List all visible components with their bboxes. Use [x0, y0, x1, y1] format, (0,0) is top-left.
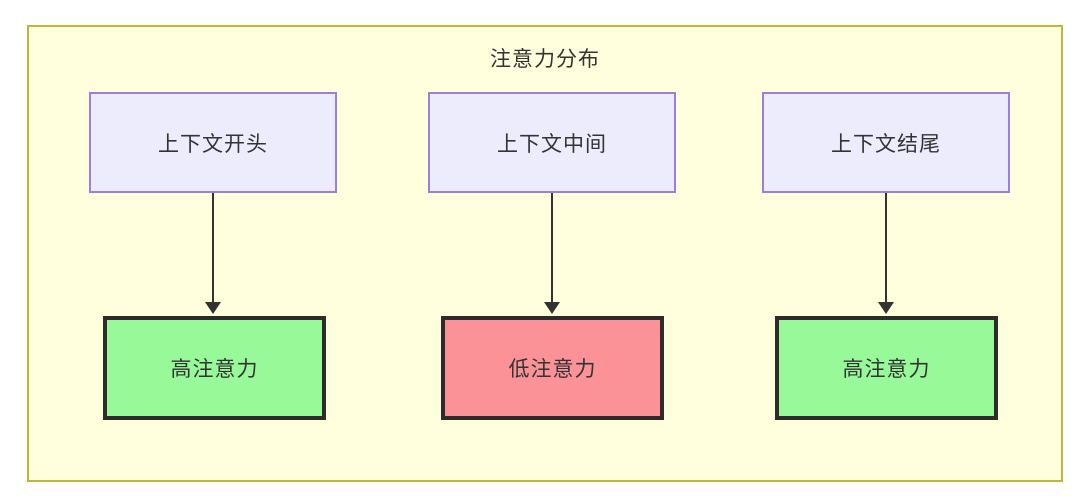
- edge-line-start-to-high: [212, 193, 214, 302]
- node-context-end-label: 上下文结尾: [831, 132, 941, 156]
- node-attention-low-middle[interactable]: 低注意力: [441, 316, 664, 420]
- arrow-head-icon: [544, 302, 560, 314]
- node-context-end[interactable]: 上下文结尾: [762, 92, 1010, 193]
- edge-line-end-to-high: [885, 193, 887, 302]
- edge-line-middle-to-low: [551, 193, 553, 302]
- arrow-head-icon: [205, 302, 221, 314]
- node-context-start-label: 上下文开头: [158, 132, 268, 156]
- node-context-middle[interactable]: 上下文中间: [428, 92, 676, 193]
- arrow-head-icon: [878, 302, 894, 314]
- node-attention-high-start-label: 高注意力: [170, 358, 259, 381]
- node-context-start[interactable]: 上下文开头: [89, 92, 337, 193]
- node-attention-high-end-label: 高注意力: [842, 358, 931, 381]
- node-context-middle-label: 上下文中间: [497, 132, 607, 156]
- node-attention-high-end[interactable]: 高注意力: [775, 316, 998, 420]
- node-attention-high-start[interactable]: 高注意力: [103, 316, 326, 420]
- node-attention-low-middle-label: 低注意力: [508, 358, 597, 381]
- subgraph-title: 注意力分布: [490, 48, 600, 71]
